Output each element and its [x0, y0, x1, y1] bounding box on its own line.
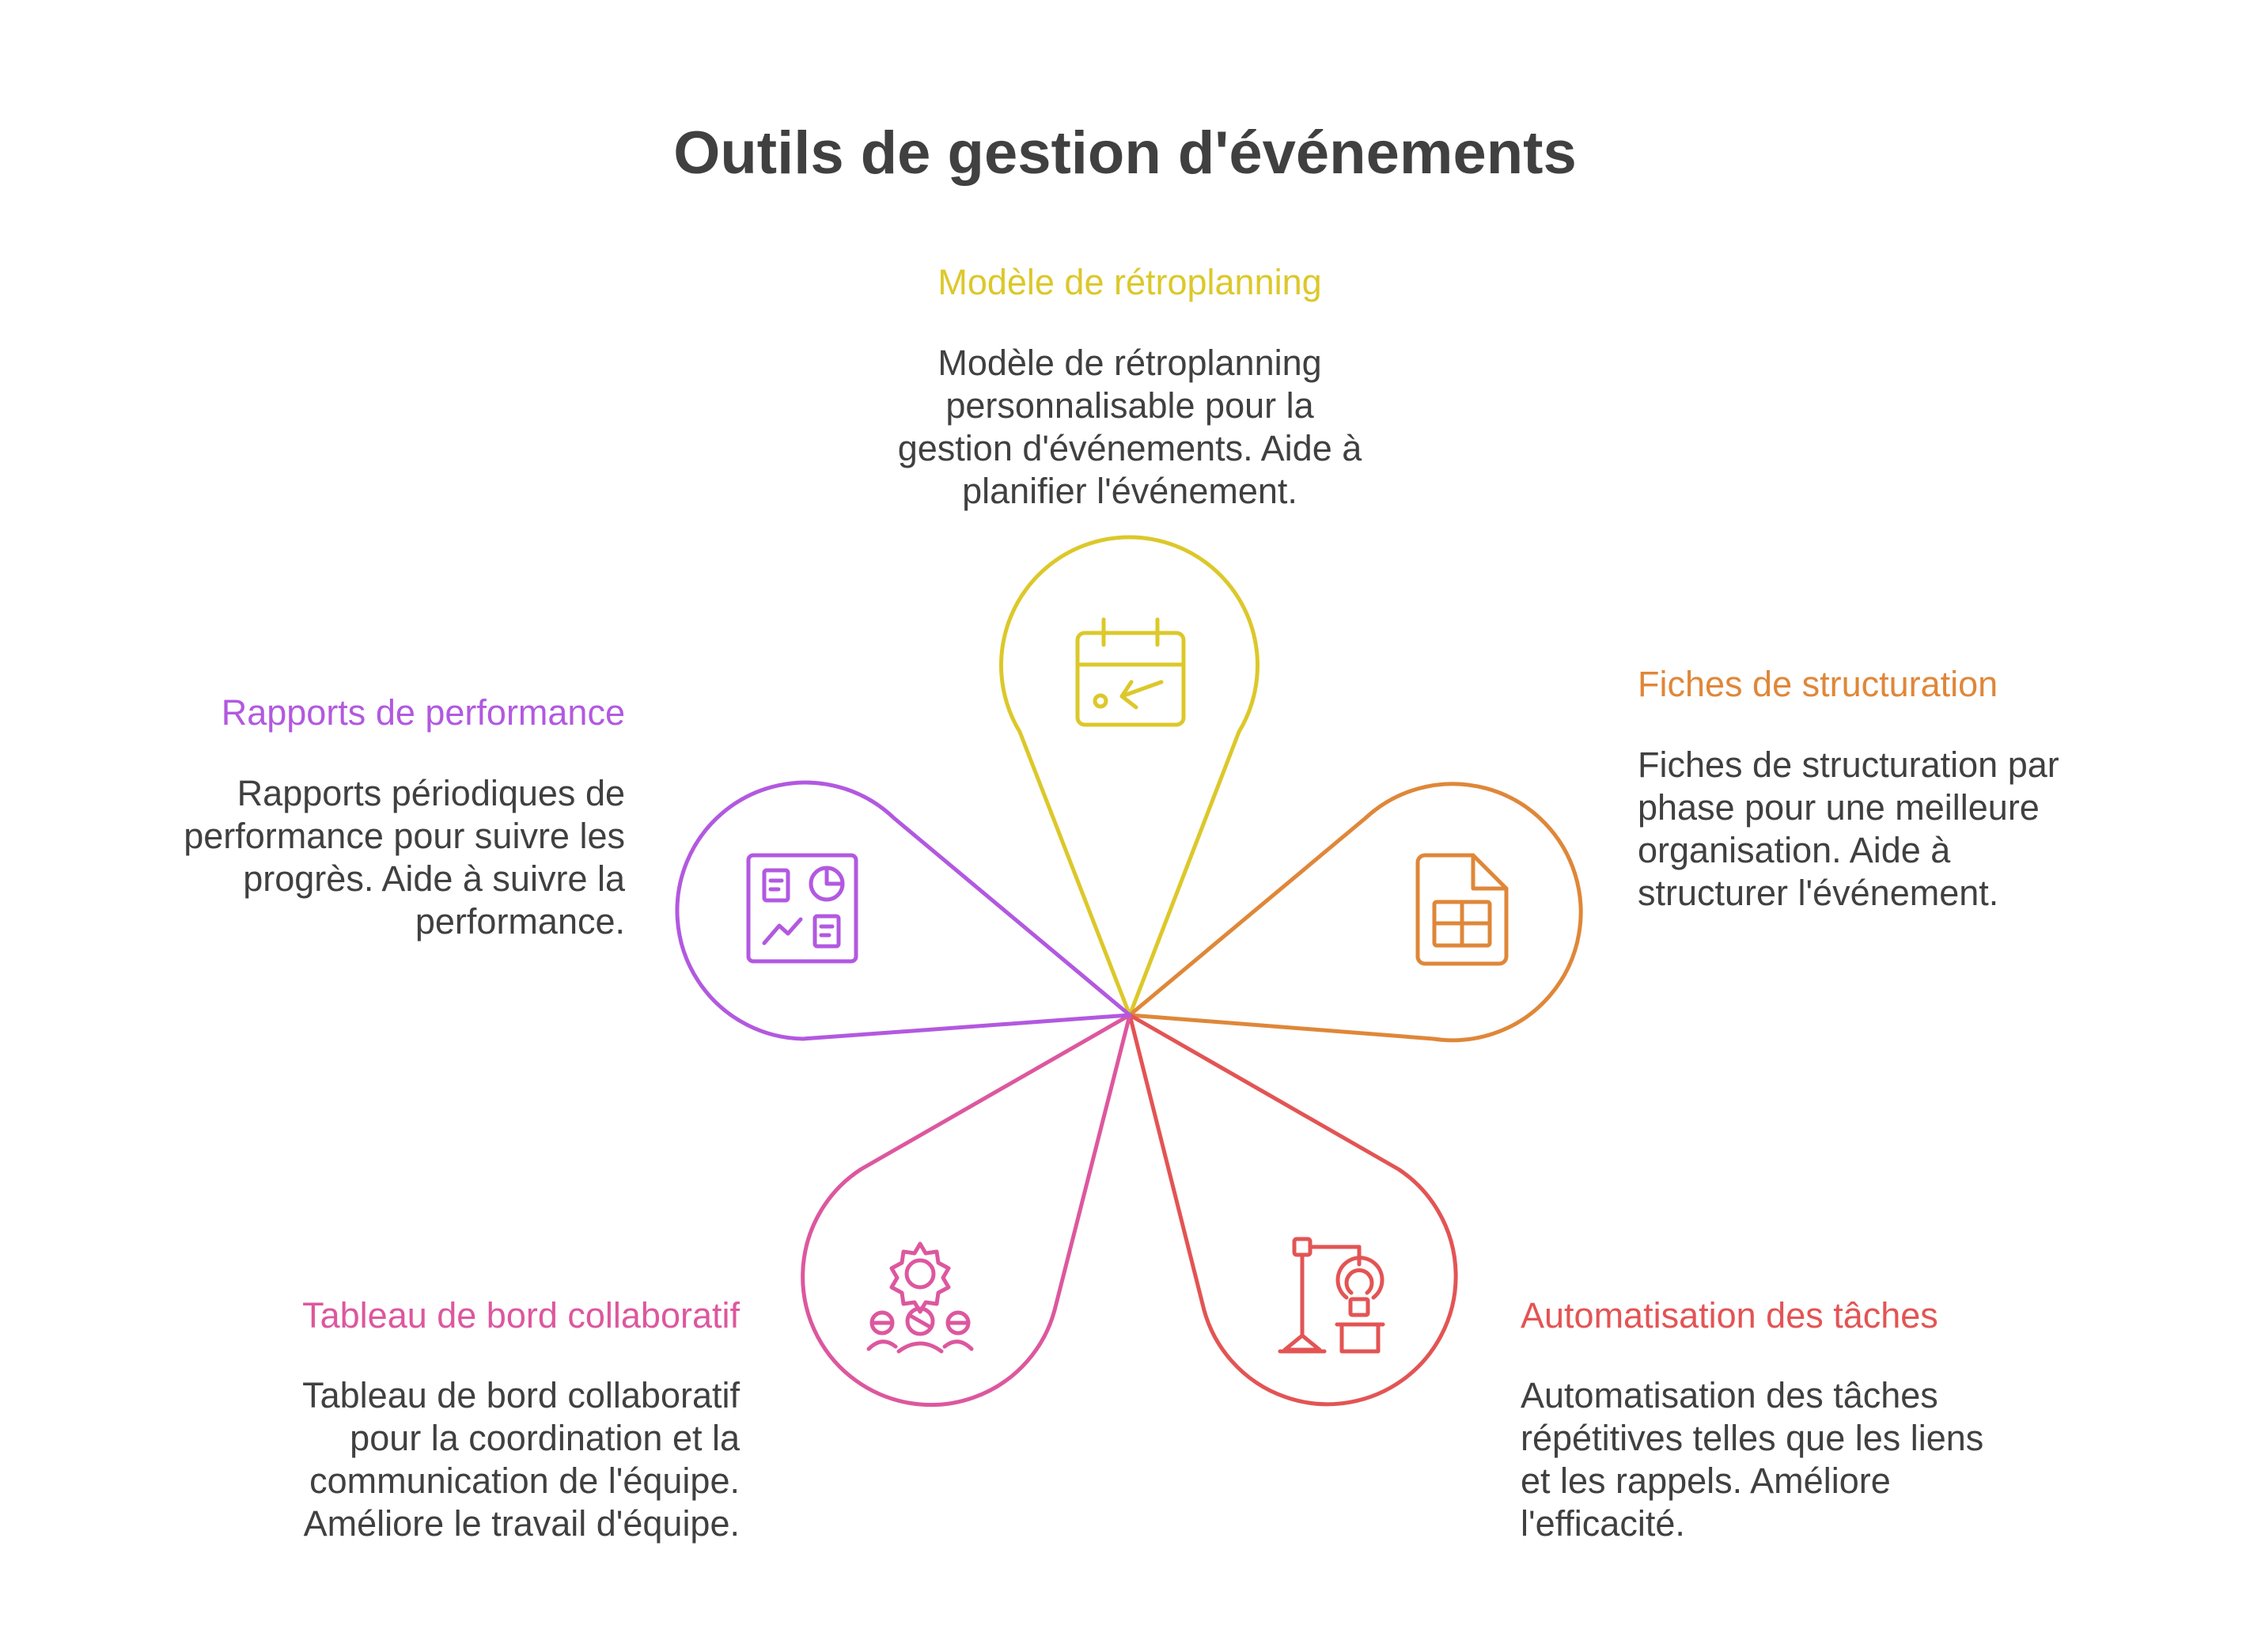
desc-line: performance.: [415, 901, 625, 942]
desc-retroplanning: Modèle de rétroplanning personnalisable …: [813, 342, 1446, 513]
desc-line: Modèle de rétroplanning: [938, 343, 1322, 383]
desc-line: Fiches de structuration par: [1638, 745, 2059, 785]
desc-line: progrès. Aide à suivre la: [243, 858, 625, 899]
desc-line: personnalisable pour la: [945, 385, 1314, 426]
desc-line: pour la coordination et la: [350, 1418, 740, 1458]
spreadsheet-document-icon: [1415, 853, 1509, 966]
petal-structuration: [1127, 782, 1583, 1043]
petal-rapports: [675, 780, 1132, 1041]
page-title: Outils de gestion d'événements: [673, 119, 1577, 187]
label-retroplanning: Modèle de rétroplanning: [938, 262, 1322, 302]
desc-line: l'efficacité.: [1521, 1503, 1685, 1544]
dashboard-report-icon: [746, 853, 858, 964]
petal-retroplanning: [999, 535, 1259, 1017]
calendar-arrow-icon: [1075, 617, 1186, 727]
petal-automatisation: [1127, 1013, 1458, 1407]
desc-line: et les rappels. Améliore: [1521, 1461, 1891, 1501]
desc-rapports: Rapports périodiques de performance pour…: [71, 772, 625, 943]
desc-line: phase pour une meilleure: [1638, 787, 2040, 828]
desc-line: Améliore le travail d'équipe.: [303, 1503, 740, 1544]
desc-line: Tableau de bord collaboratif: [302, 1375, 740, 1415]
desc-line: Rapports périodiques de: [237, 773, 625, 813]
desc-line: répétitives telles que les liens: [1521, 1418, 1984, 1458]
desc-line: gestion d'événements. Aide à: [897, 428, 1362, 468]
desc-structuration: Fiches de structuration par phase pour u…: [1638, 744, 2191, 915]
label-automatisation: Automatisation des tâches: [1521, 1295, 1938, 1336]
desc-line: organisation. Aide à: [1638, 830, 1951, 870]
label-structuration: Fiches de structuration: [1638, 664, 1998, 704]
desc-line: performance pour suivre les: [184, 816, 625, 856]
desc-line: communication de l'équipe.: [309, 1461, 740, 1501]
desc-line: Automatisation des tâches: [1521, 1375, 1938, 1415]
label-rapports: Rapports de performance: [221, 692, 625, 733]
robot-arm-icon: [1278, 1237, 1385, 1354]
label-tableau: Tableau de bord collaboratif: [302, 1295, 740, 1336]
team-gear-icon: [866, 1241, 974, 1354]
desc-line: planifier l'événement.: [962, 471, 1297, 511]
desc-automatisation: Automatisation des tâches répétitives te…: [1521, 1374, 2153, 1545]
desc-line: structurer l'événement.: [1638, 873, 1999, 913]
petal-tableau: [801, 1013, 1132, 1408]
desc-tableau: Tableau de bord collaboratif pour la coo…: [107, 1374, 740, 1545]
